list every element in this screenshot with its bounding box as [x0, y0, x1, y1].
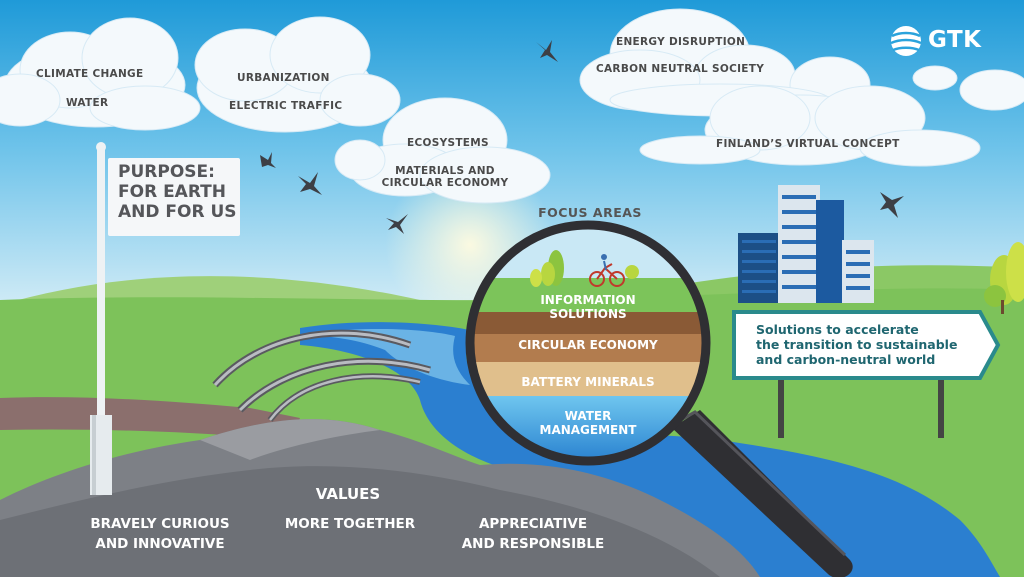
sign-board	[732, 310, 1001, 438]
layer-battery-minerals: BATTERY MINERALS	[521, 375, 655, 389]
cloud-label-materials-line2: CIRCULAR ECONOMY	[381, 177, 509, 189]
cloud-climate-change	[0, 17, 201, 131]
layer-water-line2: MANAGEMENT	[539, 423, 637, 437]
lens-frame	[465, 220, 711, 466]
sign-text: Solutions to accelerate the transition t…	[756, 322, 972, 367]
purpose-flag	[108, 158, 240, 236]
road	[0, 397, 300, 440]
trees-right	[984, 242, 1024, 314]
rock-shade	[0, 466, 720, 577]
layer-information-line2: SOLUTIONS	[549, 307, 627, 321]
value-curious-line2: AND INNOVATIVE	[95, 536, 225, 552]
cloud-finland	[639, 85, 981, 167]
sign-line1: Solutions to accelerate	[756, 322, 919, 337]
rock-highlight	[200, 419, 380, 460]
clouds	[0, 8, 1024, 204]
layer-water-line1: WATER	[564, 409, 612, 423]
cloud-label-urbanization: URBANIZATION	[237, 72, 330, 84]
swallow-birds	[260, 40, 904, 234]
value-more-together: MORE TOGETHER	[284, 516, 416, 532]
buildings	[738, 185, 874, 303]
value-curious-line1: BRAVELY CURIOUS	[90, 516, 230, 532]
bridge	[212, 329, 431, 422]
cloud-label-finland-virtual-concept: FINLAND’S VIRTUAL CONCEPT	[716, 138, 900, 150]
purpose-line1: PURPOSE:	[118, 162, 215, 182]
cloud-right-edge	[912, 65, 1024, 111]
value-appreciative: APPRECIATIVE AND RESPONSIBLE	[450, 514, 616, 554]
logo-globe-icon	[890, 26, 922, 56]
cloud-label-ecosystems: ECOSYSTEMS	[407, 137, 489, 149]
river-highlight	[320, 329, 470, 385]
cloud-label-carbon-neutral-society: CARBON NEUTRAL SOCIETY	[596, 63, 765, 75]
cloud-label-energy-disruption: ENERGY DISRUPTION	[616, 36, 746, 48]
cloud-label-materials: MATERIALS AND CIRCULAR ECONOMY	[380, 165, 510, 189]
cloud-label-water: WATER	[66, 97, 109, 109]
purpose-line2: FOR EARTH	[118, 182, 226, 202]
layer-information-line1: INFORMATION	[540, 293, 636, 307]
cloud-label-materials-line1: MATERIALS AND	[395, 165, 495, 177]
cloud-label-climate-change: CLIMATE CHANGE	[36, 68, 144, 80]
sign-line2: the transition to sustainable	[756, 337, 958, 352]
value-bravely-curious: BRAVELY CURIOUS AND INNOVATIVE	[76, 514, 244, 554]
lens-trees	[530, 250, 639, 287]
cloud-label-electric-traffic: ELECTRIC TRAFFIC	[229, 100, 343, 112]
layer-water-management: WATER MANAGEMENT	[510, 409, 666, 437]
purpose-text: PURPOSE: FOR EARTH AND FOR US	[118, 162, 242, 222]
value-appreciative-line1: APPRECIATIVE	[478, 516, 588, 532]
sign-line3: and carbon-neutral world	[756, 352, 936, 367]
gtk-logo-text: GTK	[928, 27, 982, 53]
cloud-urbanization	[194, 16, 401, 133]
layer-circular-economy: CIRCULAR ECONOMY	[518, 338, 658, 352]
value-appreciative-line2: AND RESPONSIBLE	[461, 536, 605, 552]
layer-information-solutions: INFORMATION SOLUTIONS	[510, 293, 666, 321]
cloud-ecosystems	[334, 97, 551, 204]
values-title: VALUES	[315, 485, 381, 503]
focus-areas-title: FOCUS AREAS	[538, 205, 642, 220]
purpose-line3: AND FOR US	[118, 202, 237, 222]
lens-cyclist	[589, 254, 625, 287]
flag-pole	[97, 148, 105, 493]
